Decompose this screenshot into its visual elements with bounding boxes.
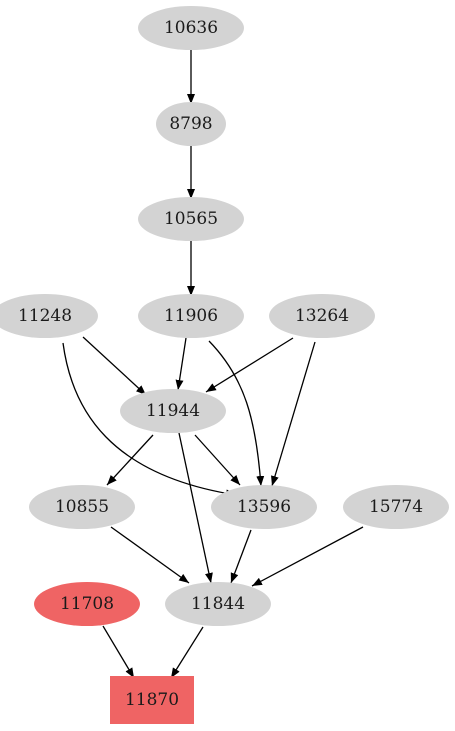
node-ellipse (211, 485, 317, 529)
edge-15774-to-11844 (251, 526, 364, 587)
node-label: 11906 (164, 306, 218, 326)
node-13264[interactable]: 13264 (269, 294, 375, 338)
node-label: 11708 (60, 594, 114, 614)
edge-11944-to-11844 (178, 432, 213, 584)
node-label: 15774 (369, 497, 423, 517)
node-ellipse (120, 389, 226, 433)
nodes-layer: 10636 8798 10565 11248 11906 13264 11944 10855 1… (0, 6, 449, 724)
node-ellipse (34, 582, 140, 626)
node-ellipse (343, 485, 449, 529)
node-ellipse (138, 197, 244, 241)
edge-11844-to-11870 (170, 626, 204, 679)
node-ellipse (29, 485, 135, 529)
node-label: 11248 (18, 306, 72, 326)
node-ellipse (138, 294, 244, 338)
node-ellipse (138, 6, 244, 50)
node-label: 8798 (169, 114, 212, 134)
node-label: 11944 (146, 401, 200, 421)
node-ellipse (269, 294, 375, 338)
node-ellipse (156, 102, 226, 146)
node-11906[interactable]: 11906 (138, 294, 244, 338)
edges-layer (62, 49, 364, 679)
node-label: 10565 (164, 209, 218, 229)
node-box (110, 676, 194, 724)
node-15774[interactable]: 15774 (343, 485, 449, 529)
node-11708[interactable]: 11708 (34, 582, 140, 626)
node-8798[interactable]: 8798 (156, 102, 226, 146)
node-label: 10855 (55, 497, 109, 517)
node-11944[interactable]: 11944 (120, 389, 226, 433)
node-10565[interactable]: 10565 (138, 197, 244, 241)
node-11870[interactable]: 11870 (110, 676, 194, 724)
node-11248[interactable]: 11248 (0, 294, 98, 338)
node-11844[interactable]: 11844 (165, 582, 271, 626)
edge-11708-to-11870 (102, 625, 135, 679)
node-ellipse (0, 294, 98, 338)
node-10636[interactable]: 10636 (138, 6, 244, 50)
edge-13264-to-11944 (205, 337, 294, 393)
edge-13596-to-11844 (230, 529, 252, 584)
edge-11906-to-13596 (208, 340, 265, 487)
edge-11248-to-11944 (82, 336, 147, 396)
node-label: 13596 (237, 497, 291, 517)
node-label: 11844 (191, 594, 245, 614)
node-label: 13264 (295, 306, 349, 326)
node-10855[interactable]: 10855 (29, 485, 135, 529)
edge-11906-to-11944 (175, 337, 187, 391)
edge-11944-to-13596 (194, 434, 241, 486)
node-13596[interactable]: 13596 (211, 485, 317, 529)
node-label: 10636 (164, 18, 218, 38)
node-label: 11870 (125, 690, 179, 710)
edge-13264-to-13596 (271, 341, 316, 487)
node-ellipse (165, 582, 271, 626)
edge-11944-to-10855 (106, 434, 154, 486)
edge-11248-to-13596 (62, 342, 237, 498)
edge-10855-to-11844 (110, 526, 190, 584)
